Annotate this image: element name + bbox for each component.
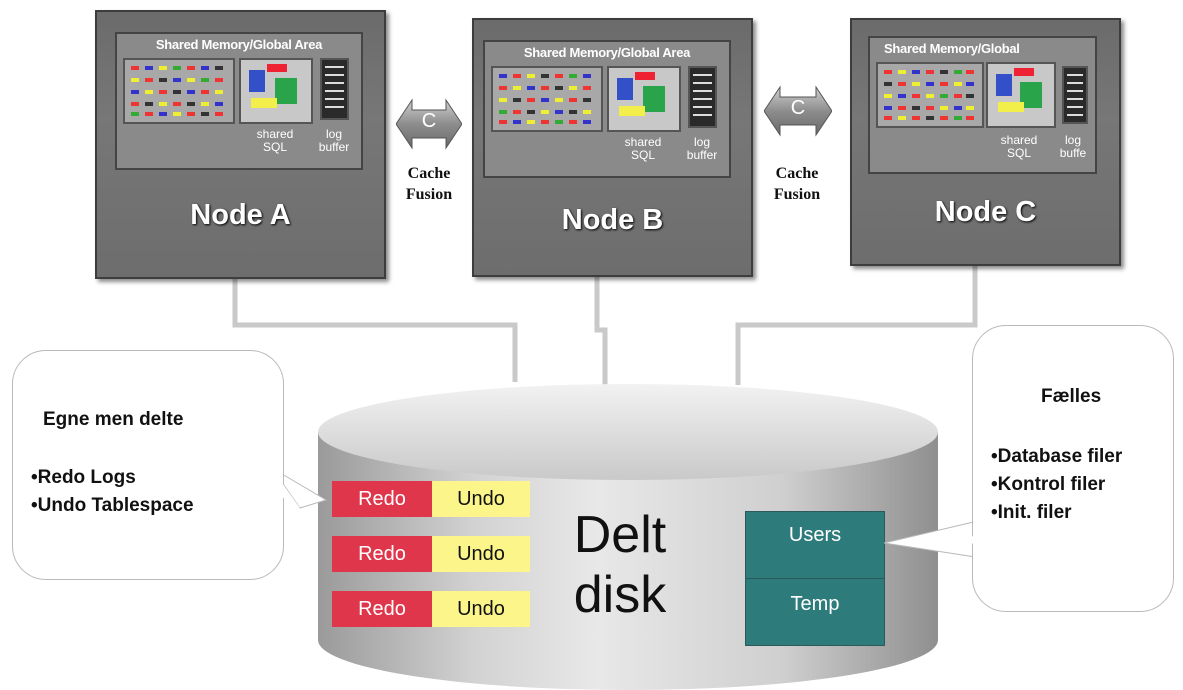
right-callout-item: •Database filer <box>991 446 1123 467</box>
cache-fusion-label: Cache Fusion <box>386 163 472 205</box>
cache-fusion-badge: C <box>421 110 437 132</box>
buffer-cache-grid <box>123 58 235 124</box>
left-callout: Egne men delte •Redo Logs •Undo Tablespa… <box>12 350 284 580</box>
cache-fusion-arrow-bc: C <box>763 83 833 139</box>
sga-panel: Shared Memory/Global Area shared SQL log… <box>115 32 363 170</box>
cache-fusion-label-line2: Fusion <box>405 186 453 203</box>
undo-block: Undo <box>432 591 530 627</box>
cache-fusion-badge: C <box>790 97 806 119</box>
node-title: Node C <box>934 196 1037 228</box>
undo-block: Undo <box>432 481 530 517</box>
undo-block: Undo <box>432 536 530 572</box>
left-callout-title: Egne men delte <box>43 409 184 430</box>
disk-label-line2: disk <box>573 566 667 624</box>
shared-sql-icon <box>249 64 297 108</box>
right-callout-title: Fælles <box>1041 386 1102 407</box>
cache-fusion-arrow-ab: C <box>395 96 463 152</box>
users-tablespace: Users <box>745 511 885 579</box>
sga-title: Shared Memory/Global Area <box>523 45 691 60</box>
redo-log-block: Redo <box>332 481 432 517</box>
cache-fusion-label-line1: Cache <box>407 165 451 182</box>
log-buffer-label: log buffer <box>686 135 718 162</box>
right-callout: Fælles •Database filer •Kontrol filer •I… <box>972 325 1174 612</box>
left-callout-item: •Redo Logs <box>31 467 136 488</box>
sga-title: Shared Memory/Global <box>884 41 1020 56</box>
disk-label: Delt disk <box>560 505 680 625</box>
shared-sql-label: shared SQL <box>624 135 662 162</box>
log-buffer-block <box>1062 66 1088 124</box>
shared-sql-area <box>239 58 313 124</box>
temp-tablespace: Temp <box>745 578 885 646</box>
shared-sql-icon <box>617 72 665 116</box>
sga-panel: Shared Memory/Global shared SQL log buff… <box>868 36 1097 174</box>
buffer-cache-grid <box>491 66 603 132</box>
buffer-cache-icon <box>884 70 974 120</box>
node-title: Node A <box>190 199 291 231</box>
shared-sql-area <box>986 62 1056 128</box>
buffer-cache-icon <box>131 66 223 116</box>
cache-fusion-label-line2: Fusion <box>773 186 821 203</box>
right-callout-item: •Init. filer <box>991 502 1072 523</box>
shared-sql-icon <box>996 68 1042 112</box>
log-buffer-label: log buffe <box>1059 133 1087 160</box>
sga-title: Shared Memory/Global Area <box>155 37 323 52</box>
buffer-cache-icon <box>499 74 591 124</box>
redo-log-block: Redo <box>332 536 432 572</box>
log-buffer-block <box>320 58 349 120</box>
redo-log-block: Redo <box>332 591 432 627</box>
node-c: Shared Memory/Global shared SQL log buff… <box>850 18 1121 266</box>
cache-fusion-label-line1: Cache <box>775 165 819 182</box>
right-callout-item: •Kontrol filer <box>991 474 1106 495</box>
sga-panel: Shared Memory/Global Area shared SQL log… <box>483 40 731 178</box>
shared-sql-label: shared SQL <box>256 127 294 154</box>
shared-sql-area <box>607 66 681 132</box>
cache-fusion-label: Cache Fusion <box>754 163 840 205</box>
disk-label-line1: Delt <box>573 506 667 564</box>
node-title: Node B <box>561 204 664 236</box>
node-a: Shared Memory/Global Area shared SQL log… <box>95 10 386 279</box>
shared-sql-label: shared SQL <box>1000 133 1038 160</box>
log-buffer-label: log buffer <box>318 127 350 154</box>
log-buffer-block <box>688 66 717 128</box>
left-callout-item: •Undo Tablespace <box>31 495 194 516</box>
node-b: Shared Memory/Global Area shared SQL log… <box>472 18 753 277</box>
buffer-cache-grid <box>876 62 984 128</box>
